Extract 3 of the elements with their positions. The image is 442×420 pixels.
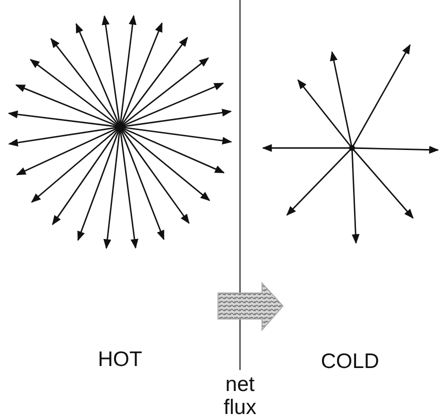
region-label: COLD (320, 350, 380, 373)
flux-label: net flux (222, 373, 258, 419)
region-label: HOT (96, 348, 144, 371)
